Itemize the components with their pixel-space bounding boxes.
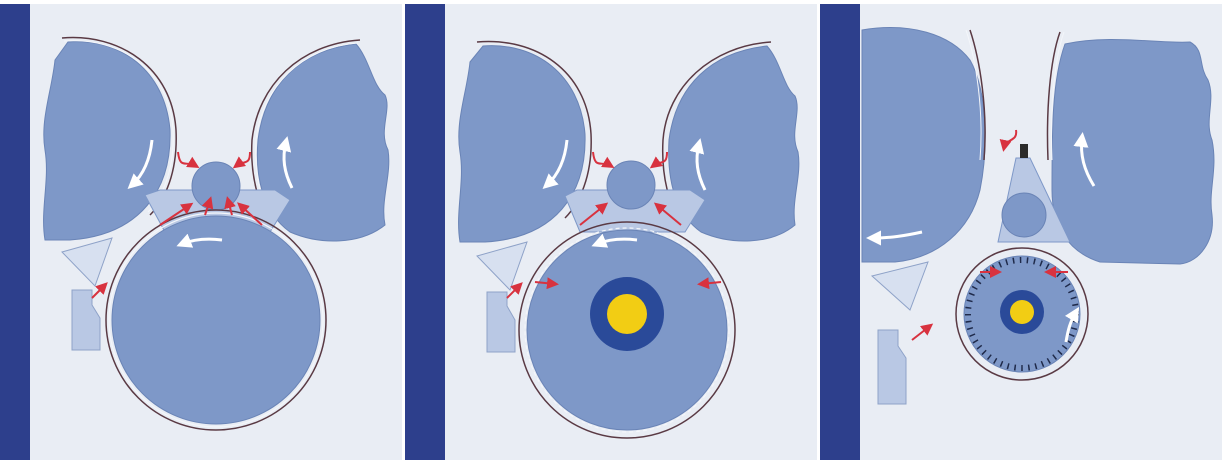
panel-middle [405,0,820,464]
core [1010,300,1034,324]
shoe-roll [607,161,655,209]
doctor-tip [1020,144,1028,158]
sidebar-bar [0,4,30,460]
lower-roll [112,216,320,424]
core [607,294,647,334]
panel-right [820,0,1226,464]
sidebar-bar [405,4,445,460]
upper-right-roll [1052,39,1214,264]
shoe-roll [1002,193,1046,237]
panel-left [0,0,405,464]
sidebar-bar [820,4,860,460]
shoe-roll [192,162,240,210]
